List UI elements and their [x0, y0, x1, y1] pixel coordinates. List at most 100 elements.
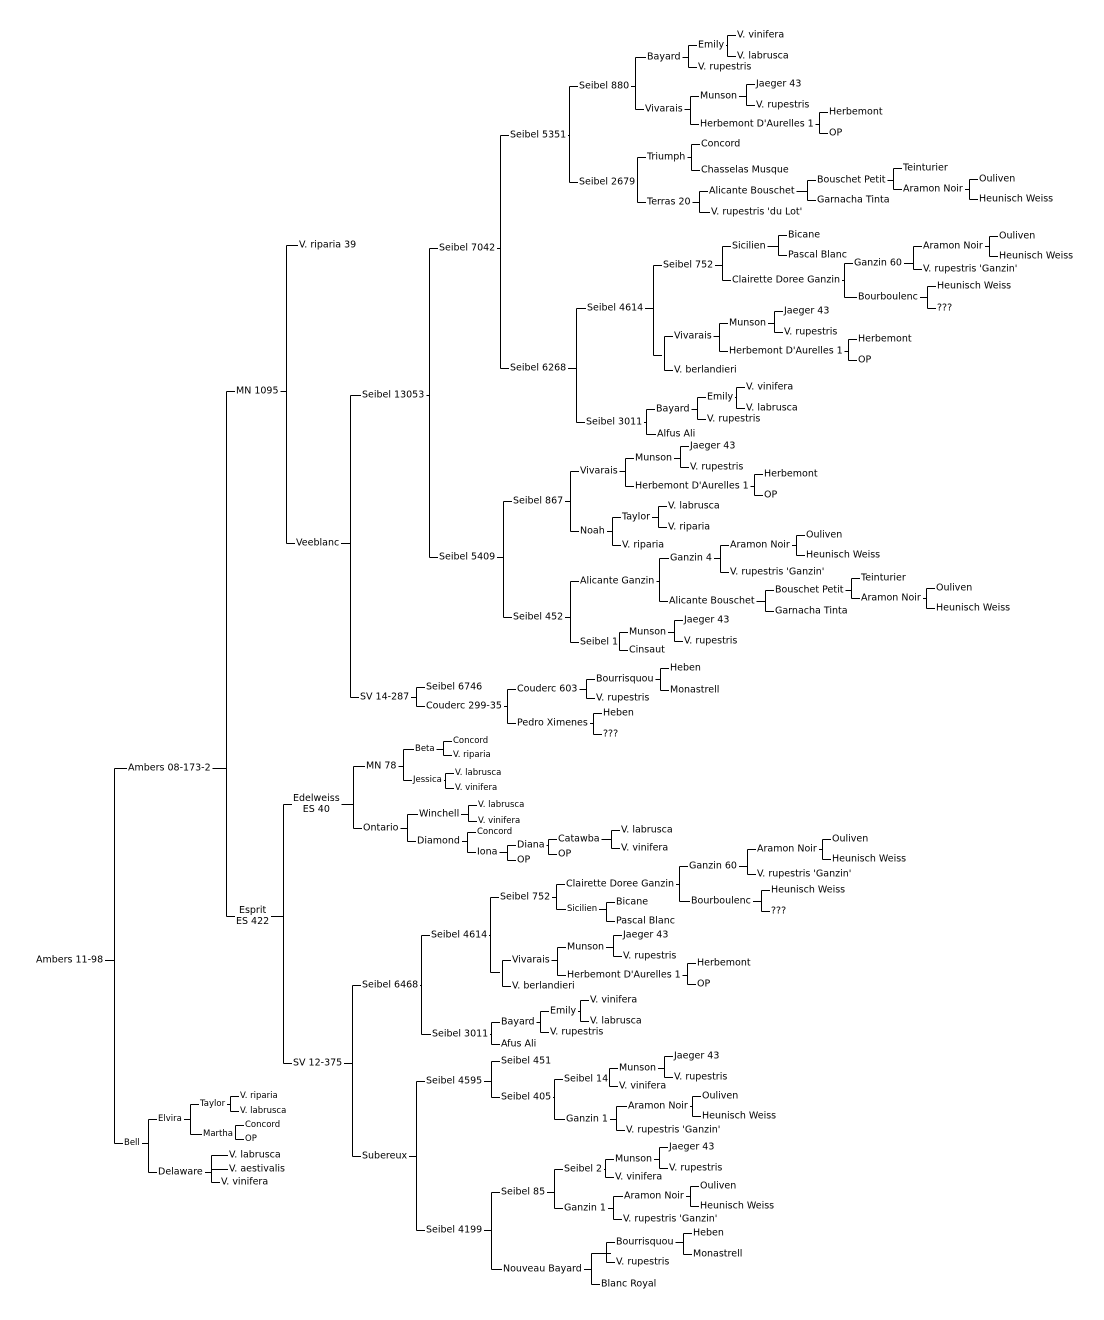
cultivar-label-heunisch-weiss: Heunisch Weiss	[770, 884, 847, 896]
cultivar-label-v-riparia: V. riparia	[239, 1091, 279, 1101]
cultivar-label-seibel-3011: Seibel 3011	[585, 416, 644, 428]
cultivar-label-op: OP	[857, 354, 873, 366]
cultivar-label-bicane: Bicane	[615, 896, 650, 908]
cultivar-label-heben: Heben	[692, 1227, 725, 1239]
cultivar-label-v-rupestris: V. rupestris	[622, 950, 678, 962]
cultivar-label-vivarais: Vivarais	[673, 330, 713, 342]
cultivar-label-v-rupestris-du-lot: V. rupestris 'du Lot'	[710, 206, 804, 218]
cultivar-label-vivarais: Vivarais	[511, 954, 551, 966]
cultivar-label-munson: Munson	[699, 90, 739, 102]
cultivar-label-emily: Emily	[706, 391, 735, 403]
cultivar-label-mn-78: MN 78	[365, 760, 398, 772]
cultivar-label-seibel-6746: Seibel 6746	[425, 681, 484, 693]
cultivar-label-v-riparia: V. riparia	[452, 750, 492, 760]
cultivar-label-seibel-3011: Seibel 3011	[431, 1028, 490, 1040]
cultivar-label-bell: Bell	[123, 1138, 141, 1148]
cultivar-label-martha: Martha	[202, 1129, 234, 1139]
cultivar-label-v-rupestris: V. rupestris	[668, 1162, 724, 1174]
cultivar-label-subereux: Subereux	[361, 1150, 409, 1162]
cultivar-label-aramon-noir: Aramon Noir	[756, 843, 818, 855]
cultivar-label-v-labrusca: V. labrusca	[454, 768, 503, 778]
cultivar-label-bouschet-petit: Bouschet Petit	[774, 584, 845, 596]
cultivar-label-v-rupestris: V. rupestris	[549, 1026, 605, 1038]
cultivar-label-teinturier: Teinturier	[902, 162, 949, 174]
cultivar-label-v-labrusca: V. labrusca	[228, 1149, 282, 1161]
cultivar-label-seibel-4614: Seibel 4614	[430, 929, 489, 941]
cultivar-label-jaeger-43: Jaeger 43	[622, 929, 670, 941]
cultivar-label-v-labrusca: V. labrusca	[745, 402, 799, 414]
cultivar-label-seibel-13053: Seibel 13053	[361, 389, 426, 401]
cultivar-label-ouliven: Ouliven	[978, 173, 1017, 185]
cultivar-label-ouliven: Ouliven	[805, 529, 844, 541]
cultivar-label-op: OP	[763, 489, 779, 501]
cultivar-label-winchell: Winchell	[418, 808, 461, 820]
cultivar-label-v-rupestris: V. rupestris	[755, 99, 811, 111]
cultivar-label-alicante-ganzin: Alicante Ganzin	[579, 575, 656, 587]
cultivar-label-couderc-603: Couderc 603	[516, 683, 579, 695]
cultivar-label-seibel-4595: Seibel 4595	[425, 1075, 484, 1087]
cultivar-label-emily: Emily	[697, 39, 726, 51]
cultivar-label-v-vinifera: V. vinifera	[454, 783, 499, 793]
cultivar-label-v-rupestris: V. rupestris	[615, 1256, 671, 1268]
cultivar-label-clairette-doree-ganzin: Clairette Doree Ganzin	[565, 878, 675, 890]
cultivar-label-ambers-08-173-2: Ambers 08-173-2	[127, 762, 212, 774]
cultivar-label-munson: Munson	[628, 626, 668, 638]
cultivar-label-garnacha-tinta: Garnacha Tinta	[774, 605, 849, 617]
cultivar-label-herbemont-d-aurelles-1: Herbemont D'Aurelles 1	[728, 345, 844, 357]
cultivar-label-jaeger-43: Jaeger 43	[668, 1141, 716, 1153]
cultivar-label-heunisch-weiss: Heunisch Weiss	[998, 250, 1075, 262]
cultivar-label-v-labrusca: V. labrusca	[667, 500, 721, 512]
cultivar-label-bayard: Bayard	[646, 51, 682, 63]
cultivar-label-aramon-noir: Aramon Noir	[627, 1100, 689, 1112]
cultivar-label-blanc-royal: Blanc Royal	[600, 1278, 658, 1290]
cultivar-label-munson: Munson	[728, 317, 768, 329]
cultivar-label-v-rupestris: V. rupestris	[783, 326, 839, 338]
cultivar-label-ouliven: Ouliven	[701, 1090, 740, 1102]
cultivar-label-v-vinifera: V. vinifera	[614, 1171, 664, 1183]
cultivar-label-ouliven: Ouliven	[831, 833, 870, 845]
cultivar-label-ganzin-60: Ganzin 60	[853, 257, 903, 269]
cultivar-label-v-rupestris: V. rupestris	[697, 61, 753, 73]
cultivar-label-concord: Concord	[244, 1120, 282, 1130]
cultivar-label-jessica: Jessica	[412, 775, 443, 785]
cultivar-label-v-berlandieri: V. berlandieri	[511, 980, 576, 992]
cultivar-label-v-labrusca: V. labrusca	[736, 50, 790, 62]
cultivar-label-v-rupestris: V. rupestris	[595, 692, 651, 704]
cultivar-label-v-labrusca: V. labrusca	[239, 1106, 288, 1116]
cultivar-label-bayard: Bayard	[655, 403, 691, 415]
cultivar-label-seibel-867: Seibel 867	[512, 495, 565, 507]
cultivar-label-seibel-752: Seibel 752	[662, 259, 715, 271]
cultivar-label-couderc-299-35: Couderc 299-35	[425, 700, 503, 712]
cultivar-label-diamond: Diamond	[416, 835, 461, 847]
cultivar-label-v-labrusca: V. labrusca	[620, 824, 674, 836]
cultivar-label-taylor: Taylor	[199, 1099, 227, 1109]
cultivar-label-monastrell: Monastrell	[692, 1248, 744, 1260]
cultivar-label-sicilien: Sicilien	[566, 904, 599, 914]
cultivar-label-seibel-6268: Seibel 6268	[509, 362, 568, 374]
cultivar-label-teinturier: Teinturier	[860, 572, 907, 584]
cultivar-label-chasselas-musque: Chasselas Musque	[700, 164, 790, 176]
cultivar-label-alicante-bouschet: Alicante Bouschet	[668, 595, 756, 607]
cultivar-label-v-rupestris: V. rupestris	[683, 635, 739, 647]
cultivar-label-seibel-4199: Seibel 4199	[425, 1224, 484, 1236]
cultivar-label-vivarais: Vivarais	[644, 103, 684, 115]
cultivar-label-v-riparia: V. riparia	[621, 539, 666, 551]
cultivar-label-alicante-bouschet: Alicante Bouschet	[708, 185, 796, 197]
cultivar-label-seibel-14: Seibel 14	[563, 1073, 610, 1085]
cultivar-label-heunisch-weiss: Heunisch Weiss	[936, 280, 1013, 292]
cultivar-label-v-riparia: V. riparia	[667, 521, 712, 533]
cultivar-label-seibel-7042: Seibel 7042	[438, 242, 497, 254]
cultivar-label-junction: ???	[936, 302, 954, 314]
cultivar-label-aramon-noir: Aramon Noir	[729, 539, 791, 551]
cultivar-label-op: OP	[557, 848, 573, 860]
cultivar-label-munson: Munson	[614, 1153, 654, 1165]
cultivar-label-seibel-451: Seibel 451	[500, 1055, 553, 1067]
cultivar-label-op: OP	[244, 1134, 258, 1144]
cultivar-label-op: OP	[828, 127, 844, 139]
cultivar-label-heunisch-weiss: Heunisch Weiss	[701, 1110, 778, 1122]
cultivar-label-seibel-2679: Seibel 2679	[578, 176, 637, 188]
cultivar-label-bourboulenc: Bourboulenc	[690, 895, 752, 907]
cultivar-label-mn-1095: MN 1095	[235, 385, 280, 397]
cultivar-label-v-vinifera: V. vinifera	[589, 994, 639, 1006]
